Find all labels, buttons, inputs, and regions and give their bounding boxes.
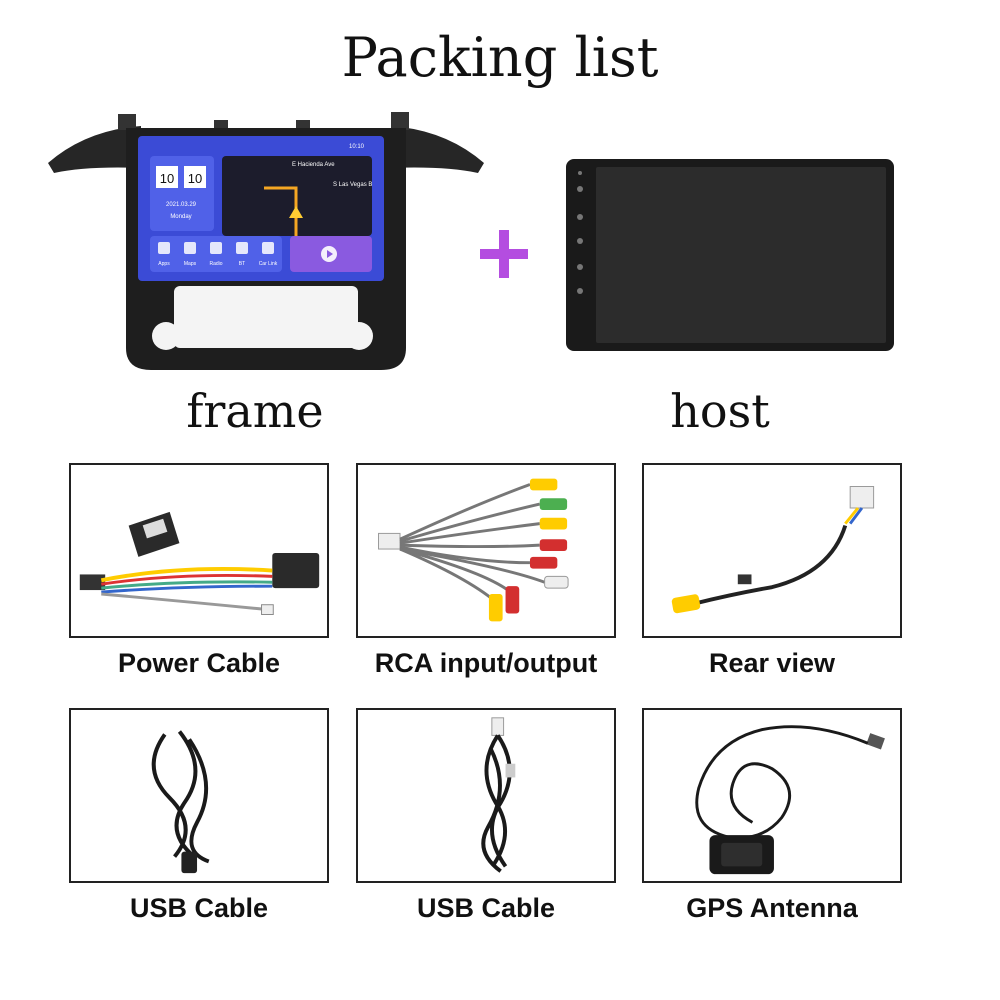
usb-cable-image xyxy=(356,708,616,883)
item-label: USB Cable xyxy=(416,893,556,923)
clock-hour: 10 xyxy=(160,171,174,186)
usb-cable-image xyxy=(69,708,329,883)
rear-view-cable-image xyxy=(642,463,902,638)
frame-label: frame xyxy=(186,384,324,438)
clock-minute: 10 xyxy=(188,171,202,186)
item-label: GPS Antenna xyxy=(686,893,858,923)
item-label: RCA input/output xyxy=(374,648,598,678)
host-image xyxy=(560,155,900,355)
item-label: USB Cable xyxy=(129,893,269,923)
host-label: host xyxy=(670,384,770,438)
rca-cable-image xyxy=(356,463,616,638)
map-street-2: S Las Vegas B xyxy=(333,182,372,188)
app-label: Car Link xyxy=(259,261,278,267)
item-label: Power Cable xyxy=(117,648,281,678)
item-label: Rear view xyxy=(708,648,836,678)
clock-day: Monday xyxy=(170,214,191,220)
app-label: BT xyxy=(239,261,245,267)
app-label: Maps xyxy=(184,261,197,267)
power-cable-image xyxy=(69,463,329,638)
app-label: Apps xyxy=(158,261,170,267)
plus-icon xyxy=(478,228,530,280)
clock-date: 2021.03.29 xyxy=(166,202,197,208)
app-label: Radio xyxy=(209,261,222,267)
frame-image: 10 10 2021.03.29 Monday 10:10 E Hacienda… xyxy=(46,108,486,378)
gps-antenna-image xyxy=(642,708,902,883)
map-street-1: E Hacienda Ave xyxy=(292,162,335,168)
status-time: 10:10 xyxy=(349,144,365,150)
page-title: Packing list xyxy=(341,26,659,89)
